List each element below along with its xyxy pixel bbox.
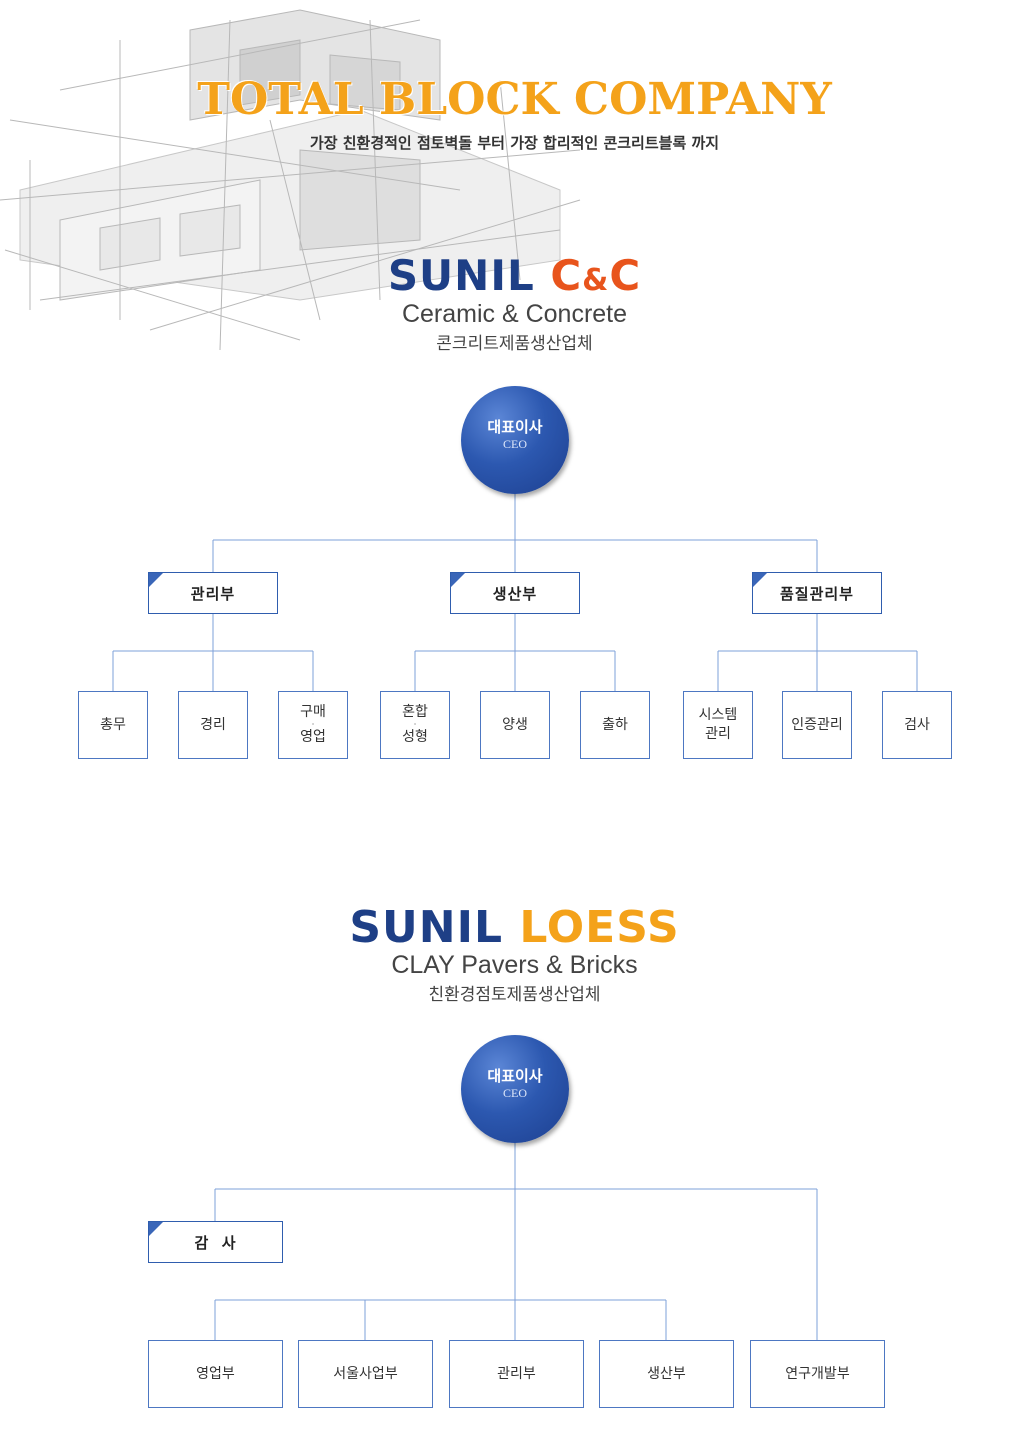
- brand-accent-amp: &: [582, 263, 610, 298]
- brand-accent-c1: C: [550, 251, 583, 300]
- team-purchasing-sales: 구매·영업: [278, 691, 348, 759]
- ceo-node: 대표이사 CEO: [461, 386, 569, 494]
- brand-accent-c2: C: [609, 251, 642, 300]
- ceo-label-kr: 대표이사: [487, 418, 543, 436]
- org-chart-connectors-1: [112, 494, 918, 691]
- dept-sales: 영업부: [148, 1340, 283, 1408]
- company2-subtitle-kr: 친환경점토제품생산업체: [428, 985, 601, 1005]
- team-mixing-molding: 혼합·성형: [380, 691, 450, 759]
- brand-sunil-loess: SUNIL LOESS: [0, 902, 1029, 953]
- dept-audit: 감 사: [148, 1221, 283, 1263]
- dept-management-2: 관리부: [449, 1340, 584, 1408]
- ceo-label-en-2: CEO: [503, 1086, 527, 1100]
- brand-accent-loess: LOESS: [519, 902, 680, 953]
- dept-production: 생산부: [450, 572, 580, 614]
- ceo-label-kr-2: 대표이사: [487, 1067, 543, 1085]
- dept-research-development: 연구개발부: [750, 1340, 885, 1408]
- team-accounting: 경리: [178, 691, 248, 759]
- brand-main-2: SUNIL: [349, 902, 503, 953]
- company1-subtitle: Ceramic & Concrete: [401, 300, 628, 328]
- tagline: 가장 친환경적인 점토벽돌 부터 가장 합리적인 콘크리트블록 까지: [309, 134, 720, 152]
- brand-sunil-cc: SUNIL C&C: [0, 251, 1029, 300]
- headline: TOTAL BLOCK COMPANY: [197, 74, 832, 125]
- dept-production-2: 생산부: [599, 1340, 734, 1408]
- team-shipping: 출하: [580, 691, 650, 759]
- building-sketch-illustration: [0, 9, 581, 351]
- company1-subtitle-kr: 콘크리트제품생산업체: [436, 334, 593, 354]
- team-inspection: 검사: [882, 691, 952, 759]
- brand-main: SUNIL: [387, 251, 535, 300]
- team-general-affairs: 총무: [78, 691, 148, 759]
- company2-subtitle: CLAY Pavers & Bricks: [391, 951, 638, 979]
- ceo-node-2: 대표이사 CEO: [461, 1035, 569, 1143]
- team-curing: 양생: [480, 691, 550, 759]
- dept-seoul-business: 서울사업부: [298, 1340, 433, 1408]
- dept-quality-control: 품질관리부: [752, 572, 882, 614]
- ceo-label-en: CEO: [503, 437, 527, 451]
- team-certification: 인증관리: [782, 691, 852, 759]
- dept-management: 관리부: [148, 572, 278, 614]
